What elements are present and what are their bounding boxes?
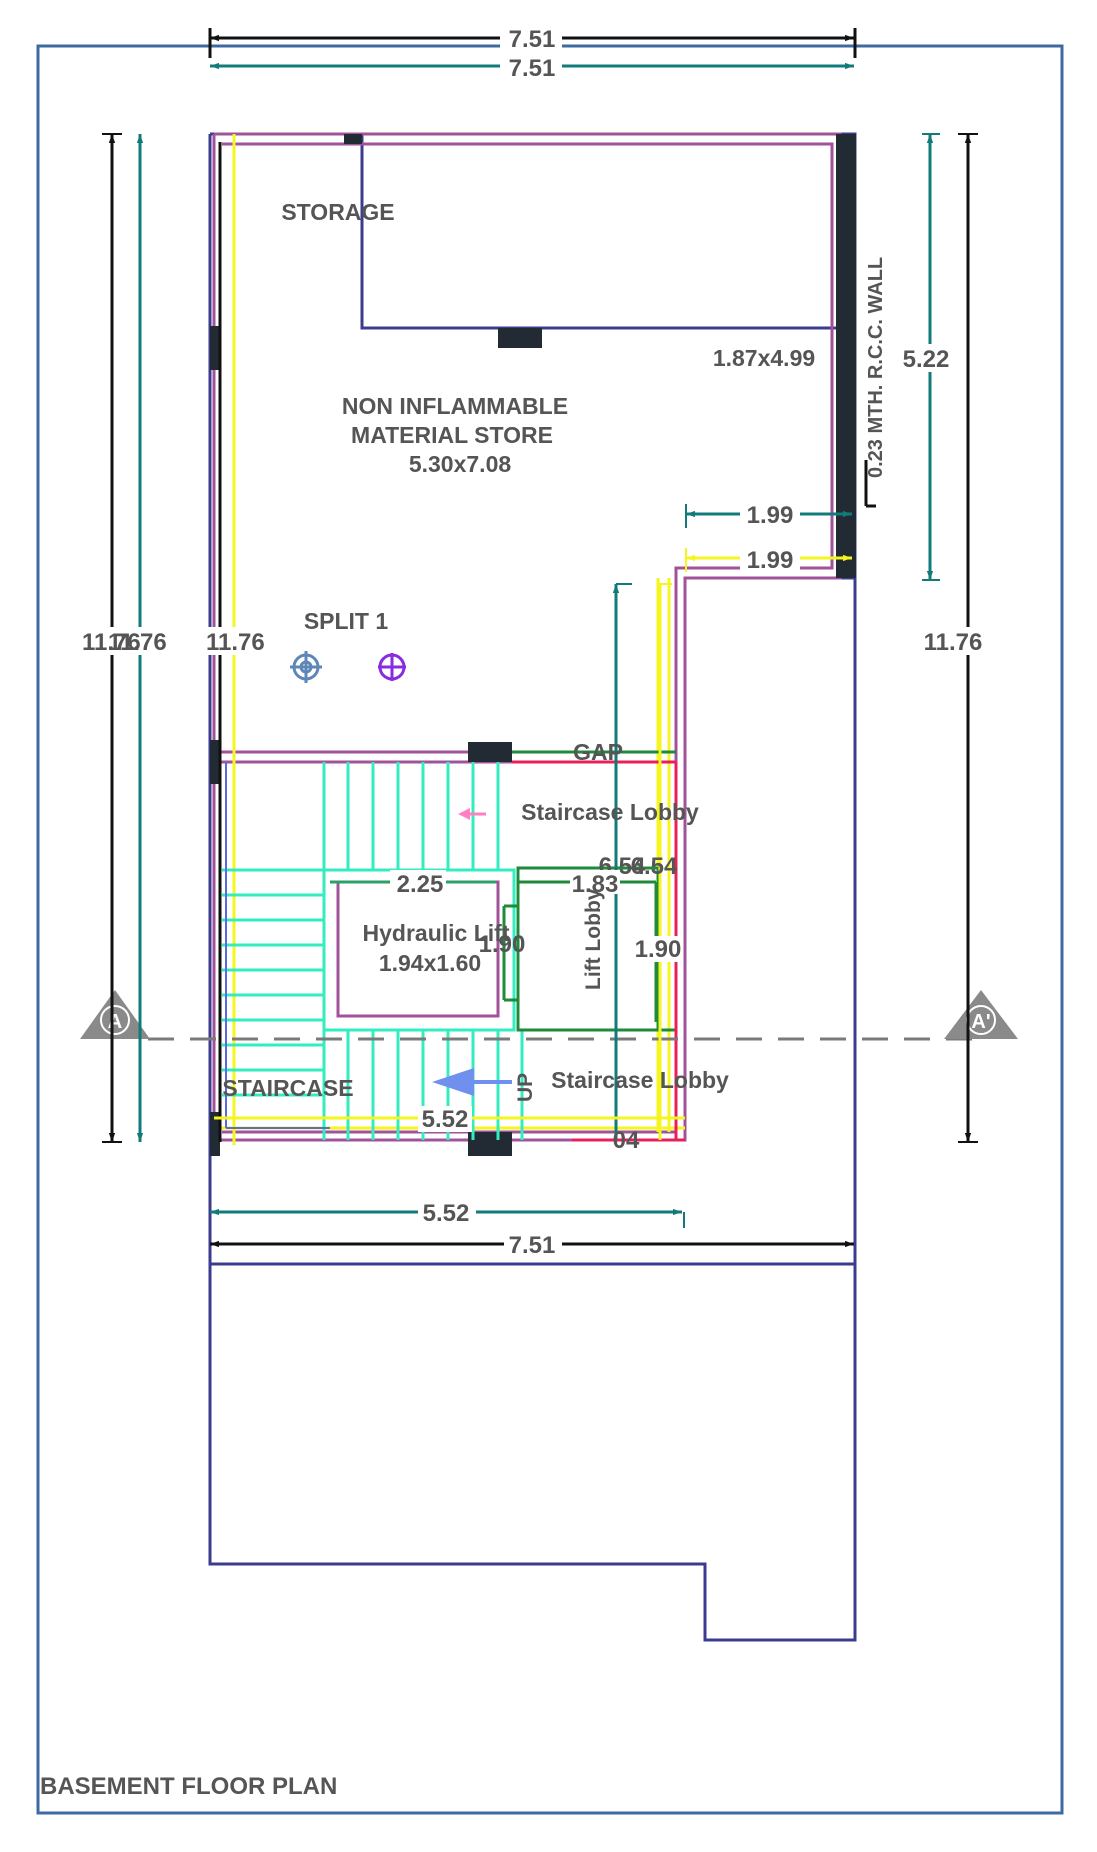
dim-right-upper-label: 5.22	[903, 346, 950, 373]
split-label: SPLIT 1	[304, 608, 389, 634]
dim-stair-length-label: 5.52	[422, 1106, 469, 1133]
dim-offset-2	[685, 546, 852, 572]
dim-lobby-2-label: 6.54	[631, 853, 678, 880]
up-label: UP	[514, 1073, 537, 1102]
staircase-steps	[222, 762, 524, 1140]
dim-stair-length	[214, 1106, 680, 1132]
dim-stair-width-label: 2.25	[397, 871, 444, 898]
room-store-name-2: MATERIAL STORE	[351, 422, 553, 448]
section-marker-left-label: A	[108, 1011, 122, 1033]
staircase-lobby-top-label: Staircase Lobby	[521, 799, 699, 825]
dim-bottom-7-51	[210, 1232, 854, 1258]
dim-lift-lobby-width	[518, 870, 656, 894]
lobby-arrow	[458, 808, 486, 820]
dim-top-1-label: 7.51	[509, 26, 556, 53]
dim-offset-1-label: 1.99	[747, 502, 794, 529]
store-annex-label: 1.87x4.99	[713, 345, 815, 371]
dim-lift-lobby-width-label: 1.83	[572, 871, 619, 898]
section-marker-right-label: A'	[971, 1011, 990, 1033]
drawing-title: BASEMENT FLOOR PLAN	[40, 1773, 337, 1800]
yellow-wall-lines	[214, 134, 685, 1145]
dim-left-outer-label: 11.76	[82, 629, 141, 656]
dim-right-verticals	[864, 133, 992, 1143]
lift-lobby-label: Lift Lobby	[582, 888, 605, 990]
gap-label: GAP	[573, 739, 623, 765]
building-walls	[212, 132, 842, 1142]
dim-lift-side-label: 1.90	[479, 931, 526, 958]
room-storage-label: STORAGE	[281, 199, 394, 225]
hydraulic-lift-size: 1.94x1.60	[379, 950, 481, 976]
dim-bottom-5-52	[210, 1200, 685, 1228]
hydraulic-lift-label: Hydraulic Lift	[363, 920, 510, 946]
sheet-border	[36, 44, 1064, 1815]
dim-lift-lobby-height-label: 1.90	[635, 936, 682, 963]
dim-stair-width	[330, 870, 496, 894]
dim-left-verticals	[76, 133, 264, 1143]
dim-lift-lobby-height	[632, 882, 682, 1022]
stair-rail	[225, 762, 330, 1129]
split-ac-symbol-2	[378, 653, 406, 681]
dim-small-gap-label: 04	[613, 1127, 640, 1154]
rcc-wall-note: 0.23 MTH. R.C.C. WALL	[865, 257, 887, 478]
dim-top-1	[208, 26, 857, 58]
dim-bottom-5-52-label: 5.52	[423, 1200, 470, 1227]
rcc-wall-and-columns	[210, 134, 856, 1156]
dim-offset-2-label: 1.99	[747, 547, 794, 574]
staircase-label: STAIRCASE	[222, 1075, 353, 1101]
section-marker-right: A'	[944, 990, 1018, 1039]
dim-left-inner-label: 11.76	[108, 629, 167, 656]
room-store-size: 5.30x7.08	[409, 451, 512, 477]
dim-left-wall-label: 11.76	[206, 629, 265, 656]
dim-offset-1	[685, 502, 852, 528]
dim-top-2-label: 7.51	[509, 55, 556, 82]
staircase-lobby-bottom-label: Staircase Lobby	[551, 1067, 729, 1093]
room-store-name-1: NON INFLAMMABLE	[342, 393, 568, 419]
dim-bottom-7-51-label: 7.51	[509, 1232, 556, 1259]
dim-lobby-verticals	[612, 583, 672, 1140]
split-ac-symbol-1	[290, 651, 322, 683]
up-arrow	[432, 1068, 512, 1096]
dim-top-2	[210, 54, 854, 78]
dim-right-label: 11.76	[924, 629, 983, 656]
